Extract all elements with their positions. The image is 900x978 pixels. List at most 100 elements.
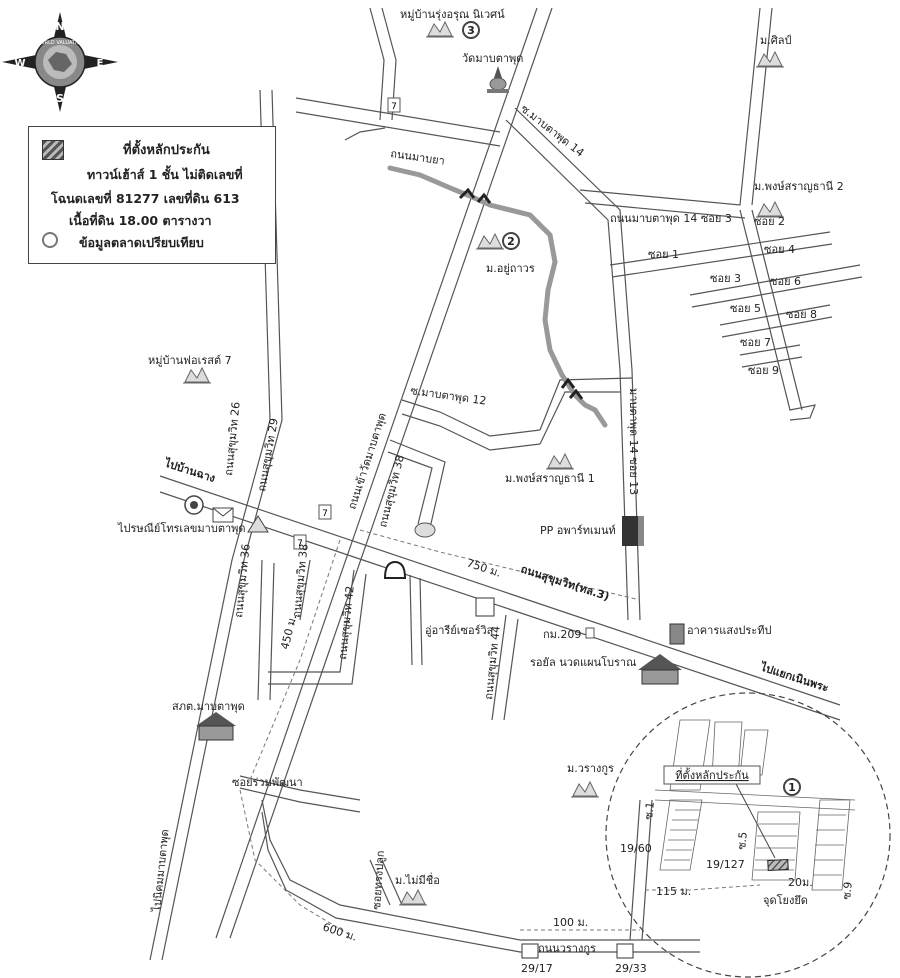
seven-eleven-icon: 7 [318,504,332,520]
comparison-ring-icon [42,232,58,248]
comparison-marker-2[interactable]: 2 [502,232,520,250]
legend-title: ที่ตั้งหลักประกัน [123,143,210,158]
pump-icon [414,522,436,538]
label-to-jud-yong: จุดโยงยึด [763,893,808,907]
km-marker-icon [585,627,595,639]
svg-text:7: 7 [297,539,303,549]
label-soi8: ซอย 8 [786,308,817,321]
label-no-1960: 19/60 [620,842,652,855]
svg-text:2: 2 [507,235,515,248]
label-km209: กม.209 [543,628,581,641]
legend-line4: เนื้อที่ดิน 18.00 ตารางวา [69,213,212,228]
label-soi-mtp12: ซ.มาบตาพุด 12 [410,384,488,408]
police-icon [196,712,236,741]
collateral-plot [767,858,789,872]
label-thanon-mapya: ถนนมาบยา [390,147,446,167]
label-dist-115: 115 ม. [656,885,691,898]
village-icon [755,51,785,68]
compass-e: E [97,58,104,69]
label-to-ban-chang: ไปบ้านฉาง [161,455,217,485]
village-icon [545,453,575,470]
svg-text:1: 1 [788,781,796,794]
compass-n: N [55,20,64,33]
house-2917-icon [521,943,539,959]
label-m-phongsaran1: ม.พงษ์สราญธานี 1 [505,472,595,485]
route-path [387,165,608,428]
garage-icon [475,597,495,617]
legend-box: ที่ตั้งหลักประกัน ทาวน์เฮ้าส์ 1 ชั้น ไม่… [28,126,276,264]
fuel-icon [247,515,269,533]
label-mtp14-soi13: มาบตาพุด 14 ซอย 13 [627,388,640,495]
landmark-icons: 7 7 7 [182,21,785,959]
legend-comparison: ข้อมูลตลาดเปรียบเทียบ [79,235,204,250]
label-dist-20: 20ม. [788,876,813,889]
label-saeng-building: อาคารแสงประทีป [687,624,771,637]
seven-eleven-icon: 7 [387,97,401,113]
label-thanon-warangkoon: ถนนวรางกูร [538,942,596,955]
compass-ring-text: WORLD VALUATION [36,40,85,46]
label-m-maimeechue: ม.ไม่มีชื่อ [395,872,440,887]
label-thanon-mtp14-soi3: ถนนมาบตาพุด 14 ซอย 3 [610,212,732,225]
label-soi-thraprung: ซอยทรงปลูก [370,850,387,910]
comparison-marker-3[interactable]: 3 [462,21,480,39]
label-police: สภต.มาบตาพุด [172,700,245,713]
label-dist-600: 600 ม. [321,920,359,943]
label-m-warangkoon: ม.วรางกูร [567,762,614,775]
label-soi9: ซอย 9 [748,364,779,377]
mail-icon [212,507,234,523]
label-soi-9b: ซ.9 [840,881,855,900]
temple-icon [487,66,509,93]
label-dist-450: 450 ม. [278,613,299,650]
label-sukhumvit42: ถนนสุขุมวิท 42 [336,585,357,660]
distance-paths [239,529,761,936]
label-post-office: ไปรษณีย์โทรเลขมาบตาพุด [117,521,246,535]
seven-eleven-icon: 7 [293,534,307,550]
label-no-19127: 19/127 [706,858,745,871]
label-m-yuthawon: ม.อยู่ถาวร [486,262,535,275]
label-soi6: ซอย 6 [770,275,801,288]
apartment-icon [622,516,644,546]
collateral-tag-box [663,765,761,785]
label-soi2: ซอย 2 [754,215,785,228]
svg-text:7: 7 [322,509,328,519]
village-icon [182,367,212,384]
label-no-2917: 29/17 [521,962,553,975]
label-village-rungaroon: หมู่บ้านรุ่งอรุณ นิเวศน์ [400,8,505,21]
label-dist-100: 100 ม. [553,916,588,929]
label-m-phongsaran2: ม.พงษ์สราญธานี 2 [754,180,844,193]
label-sukhumvit36: ถนนสุขุมวิท 36 [232,543,253,618]
label-no-2933: 29/33 [615,962,647,975]
label-soi7: ซอย 7 [740,336,771,349]
label-pp-apartment: PP อพาร์ทเมนท์ [540,524,616,537]
label-sukhumvit38: ถนนสุขุมวิท 38 [376,454,407,529]
label-garage: อู่อารีย์เซอร์วิส [425,624,494,637]
label-dist-750: 750 ม. [465,556,503,579]
svg-text:7: 7 [391,102,397,112]
village-icon [570,781,600,798]
village-icon [475,233,505,250]
compass-s: S [56,92,64,105]
village-icon [398,889,428,906]
label-sukhumvit38b: ถนนสุขุมวิท 38 [290,543,311,618]
compass-w: W [14,58,25,69]
label-soi5: ซอย 5 [730,302,761,315]
label-royal-massage: รอยัล นวดแผนโบราณ [530,655,636,669]
road-network [149,7,863,961]
bank-icon [184,495,204,515]
label-village-forest7: หมู่บ้านฟอเรสต์ 7 [148,354,232,367]
legend-line2: ทาวน์เฮ้าส์ 1 ชั้น ไม่ติดเลขที่ [87,167,243,182]
label-soi-mtp14: ซ.มาบตาพุด 14 [518,102,586,159]
label-soi4: ซอย 4 [764,243,795,256]
label-soi-5b: ซ.5 [735,831,750,850]
svg-text:3: 3 [467,24,475,37]
label-soi-ruam-phatthana: ซอยร่วมพัฒนา [232,776,303,789]
label-soi1: ซอย 1 [648,248,679,261]
collateral-swatch-icon [42,140,64,160]
legend-line3: โฉนดเลขที่ 81277 เลขที่ดิน 613 [51,191,240,206]
label-sukhumvit29: ถนนสุขุมวิท 29 [255,417,281,492]
road-break-marks [458,187,584,400]
zoom-inset: ที่ตั้งหลักประกัน 1 ซ.1 19/60 ซ.5 19/127… [605,692,891,978]
subject-marker-1[interactable]: 1 [783,778,801,796]
label-soi3: ซอย 3 [710,272,741,285]
